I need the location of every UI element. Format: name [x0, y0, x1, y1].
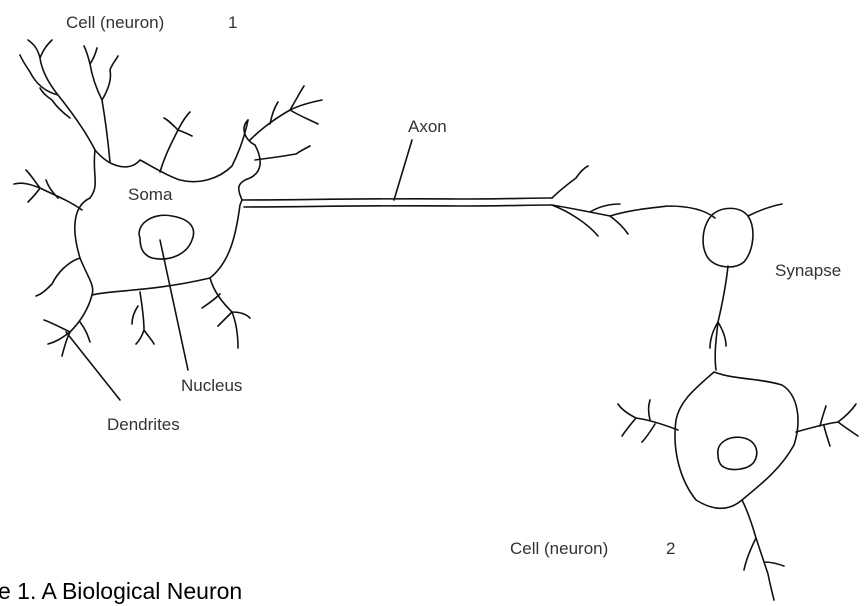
- dendrite-branch: [160, 112, 192, 172]
- nucleus-leader-line: [160, 240, 188, 370]
- dendrite-branch: [618, 400, 678, 442]
- dendrite-branch: [132, 292, 154, 344]
- dendrite-branch: [14, 170, 82, 210]
- neuron-2-dendrite-stem: [710, 266, 728, 370]
- axon-label: Axon: [408, 118, 447, 135]
- axon: [244, 205, 552, 207]
- dendrite-branch: [250, 86, 322, 160]
- dendrites-leader-line: [66, 332, 120, 400]
- figure-caption: e 1. A Biological Neuron: [0, 580, 242, 603]
- dendrites-label: Dendrites: [107, 416, 180, 433]
- nucleus-1: [139, 215, 193, 259]
- dendrite-branch: [742, 500, 784, 600]
- nucleus-label: Nucleus: [181, 377, 242, 394]
- synapse-connector: [748, 204, 782, 216]
- dendrite-branch: [44, 295, 92, 356]
- dendrite-branch: [36, 258, 80, 296]
- soma-1-outline-top: [95, 120, 248, 182]
- synapse-label: Synapse: [775, 262, 841, 279]
- axon: [242, 198, 552, 200]
- dendrite-branch: [796, 404, 858, 446]
- soma-label: Soma: [128, 186, 172, 203]
- cell-2-number: 2: [666, 540, 675, 557]
- dendrite-branch: [202, 278, 250, 348]
- cell-2-label: Cell (neuron): [510, 540, 608, 557]
- nucleus-2: [718, 437, 757, 469]
- dendrite-branch: [20, 40, 95, 150]
- axon-terminal: [552, 166, 715, 236]
- dendrite-branch: [84, 46, 118, 162]
- soma-1-outline: [75, 120, 260, 295]
- synapse-bouton: [703, 208, 753, 267]
- cell-1-number: 1: [228, 14, 237, 31]
- dendrite-branch: [40, 88, 70, 118]
- soma-2-outline: [675, 372, 798, 508]
- axon-leader-line: [394, 140, 412, 200]
- cell-1-label: Cell (neuron): [66, 14, 164, 31]
